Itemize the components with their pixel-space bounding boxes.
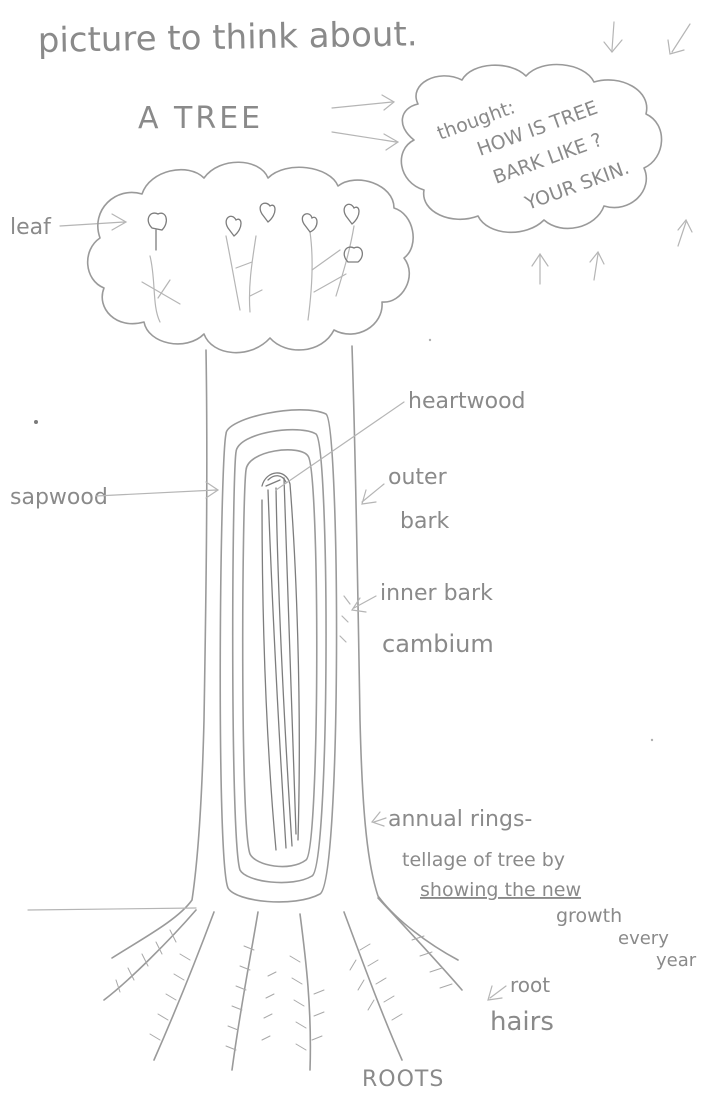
inner-bark-arrow-icon <box>352 596 376 612</box>
leaf-icon <box>148 213 166 250</box>
arrow-up-icon <box>532 254 548 284</box>
annual-rings-label-line6: year <box>656 950 697 971</box>
outer-bark-arrow-icon <box>362 484 384 504</box>
root-hairs-label-line2: hairs <box>490 1007 554 1037</box>
arrow-down-icon <box>604 22 622 52</box>
pencil-dot <box>34 420 38 424</box>
annual-rings-label-line1: annual rings- <box>388 807 532 832</box>
leaf-icon <box>260 203 275 222</box>
arrow-up-icon <box>678 220 692 246</box>
cambium-ring <box>243 450 317 867</box>
bark-tick-marks <box>340 596 350 642</box>
pencil-dot <box>651 739 653 741</box>
leaf-arrow-icon <box>60 214 126 230</box>
thought-bubble-text: thought: HOW IS TREE BARK LIKE ? YOUR SK… <box>434 96 632 215</box>
outer-bark-label-line2: bark <box>400 509 449 534</box>
diagram-title: A TREE <box>138 101 263 136</box>
outer-bark-label-line1: outer <box>388 465 448 490</box>
annual-rings-label-line3: showing the new <box>420 879 581 901</box>
cambium-label: cambium <box>382 630 494 658</box>
roots-label: ROOTS <box>362 1067 444 1092</box>
leaf-icon <box>302 214 317 232</box>
root-hairs-label-line1: root <box>510 973 550 997</box>
arrow-right-icon <box>332 95 394 110</box>
arrow-down-left-icon <box>668 24 690 54</box>
annual-rings-label-line2: tellage of tree by <box>402 849 565 871</box>
sapwood-label: sapwood <box>10 485 108 510</box>
leaf-icon <box>344 204 359 224</box>
annual-rings-label-line5: every <box>618 928 669 949</box>
leaf-label: leaf <box>10 215 52 240</box>
header-text: picture to think about. <box>37 14 417 61</box>
tree-crown <box>88 162 413 352</box>
sapwood-ring <box>220 410 336 902</box>
crown-branches <box>142 226 354 322</box>
heartwood-core <box>262 473 299 850</box>
arrow-up-icon <box>590 252 604 280</box>
sapwood-arrow-icon <box>96 482 218 498</box>
inner-bark-label: inner bark <box>380 581 493 606</box>
pencil-dot <box>429 339 431 341</box>
annual-rings-arrow-icon <box>372 812 386 826</box>
roots <box>104 898 462 1070</box>
root-hairs-arrow-icon <box>488 986 506 1000</box>
arrow-right-icon <box>332 132 398 150</box>
leaf-icon <box>226 216 241 236</box>
ground-line <box>28 908 196 910</box>
annual-rings-label-line4: growth <box>556 905 622 927</box>
heartwood-label: heartwood <box>408 389 526 414</box>
heartwood-pointer <box>276 402 404 490</box>
trunk-left-edge <box>112 350 207 958</box>
